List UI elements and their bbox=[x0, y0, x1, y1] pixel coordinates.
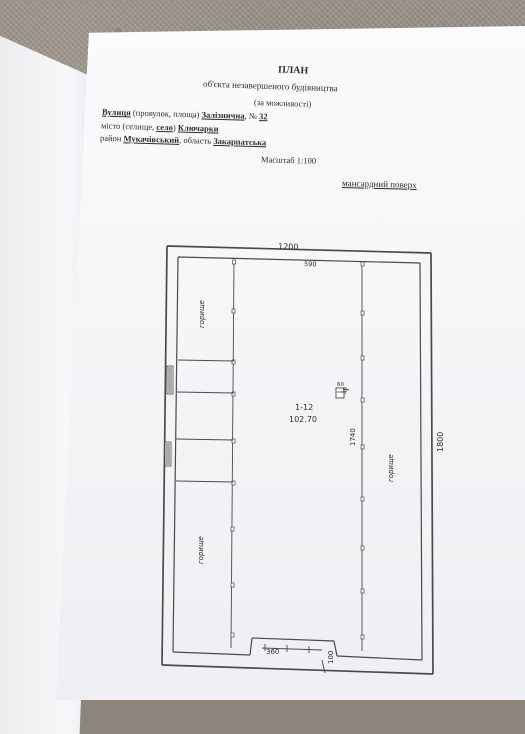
dimension-leader-small bbox=[342, 388, 350, 391]
niche-inner-line bbox=[261, 647, 323, 651]
column-marker bbox=[231, 480, 236, 486]
column-marker bbox=[360, 397, 365, 403]
window-opening-upper bbox=[166, 365, 174, 395]
center-chimney-block bbox=[335, 387, 345, 399]
outer-wall-top bbox=[166, 245, 432, 254]
niche-top-wall bbox=[251, 637, 335, 642]
dimension-bottom-right: 100 bbox=[327, 651, 335, 664]
plan-outer-walls bbox=[161, 245, 434, 675]
column-marker bbox=[230, 632, 235, 638]
room-id-main: 1-12 bbox=[295, 403, 313, 412]
column-marker bbox=[232, 259, 236, 265]
window-opening-lower bbox=[164, 441, 172, 467]
document-page bbox=[56, 26, 525, 700]
inner-wall-top bbox=[177, 256, 421, 264]
outer-wall-left bbox=[161, 245, 168, 666]
floor-plan: 1200 590 1800 1740 60 40 360 100 1-12 10… bbox=[161, 242, 445, 675]
attic-label-left-bottom: горище bbox=[197, 536, 205, 564]
column-marker bbox=[230, 526, 235, 532]
partition-line bbox=[177, 359, 235, 362]
partition-line bbox=[176, 391, 235, 394]
dimension-leader-bottom bbox=[321, 659, 326, 674]
dimension-side-height: 1800 bbox=[436, 432, 445, 452]
column-marker bbox=[360, 310, 365, 316]
inner-wall-left bbox=[172, 256, 179, 653]
column-marker bbox=[231, 359, 236, 365]
column-marker bbox=[230, 582, 235, 588]
column-marker bbox=[360, 261, 365, 267]
column-marker bbox=[231, 308, 236, 314]
dimension-small-bottom: 40 bbox=[343, 387, 349, 394]
plan-column-markers-right bbox=[360, 261, 365, 640]
dimension-top-outer: 1200 bbox=[278, 242, 299, 252]
attic-label-left-top: горище bbox=[198, 300, 206, 328]
room-area-main: 102.70 bbox=[289, 415, 317, 424]
inner-wall-right bbox=[419, 262, 423, 661]
inner-wall-bottom-left bbox=[172, 651, 251, 656]
partition-line bbox=[175, 480, 234, 483]
attic-label-right: горище bbox=[387, 454, 395, 482]
plan-column-markers-left bbox=[230, 259, 236, 638]
dimension-middle-vertical: 1740 bbox=[349, 428, 357, 446]
column-marker bbox=[360, 634, 365, 640]
column-marker bbox=[231, 391, 236, 397]
dimension-bottom-left: 360 bbox=[266, 648, 279, 656]
column-marker bbox=[360, 355, 365, 361]
plan-center-block bbox=[335, 387, 345, 399]
partition-line bbox=[175, 438, 234, 441]
plan-column-lines bbox=[230, 259, 363, 651]
column-line-left bbox=[230, 259, 235, 649]
plan-dimensions bbox=[321, 388, 350, 674]
outer-wall-bottom bbox=[161, 664, 434, 675]
inner-wall-bottom-right bbox=[336, 655, 423, 661]
column-marker bbox=[360, 588, 365, 594]
plan-openings bbox=[164, 365, 174, 467]
dimension-top-inner: 590 bbox=[304, 260, 317, 268]
plan-left-partitions bbox=[175, 359, 235, 483]
plan-bottom-niche bbox=[249, 637, 338, 657]
column-marker bbox=[360, 444, 365, 450]
column-marker bbox=[360, 496, 365, 502]
dimension-small-top: 60 bbox=[337, 382, 344, 388]
niche-right-wall bbox=[333, 640, 338, 657]
column-marker bbox=[231, 438, 236, 444]
column-marker bbox=[360, 545, 365, 551]
outer-wall-right bbox=[430, 252, 434, 675]
niche-left-wall bbox=[249, 637, 253, 656]
